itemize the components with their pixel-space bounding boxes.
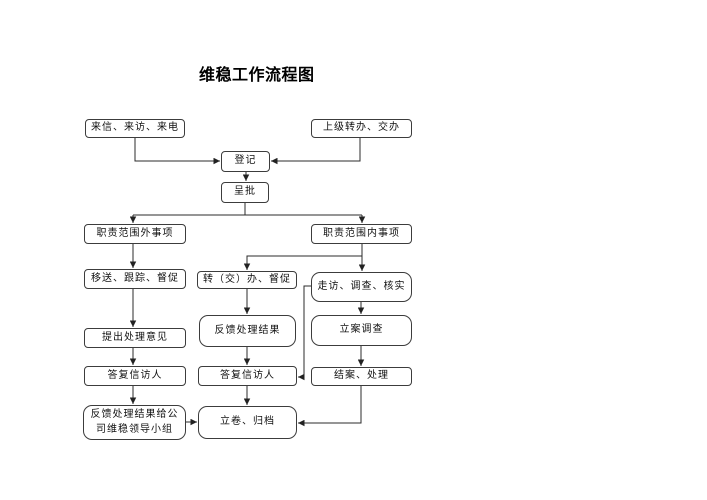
node-assign: 转（交）办、督促 xyxy=(197,271,297,289)
node-file: 立卷、归档 xyxy=(198,406,297,439)
node-transfer: 移送、跟踪、督促 xyxy=(84,269,186,289)
node-feedback-group: 反馈处理结果给公司维稳领导小组 xyxy=(83,405,186,440)
edge-inside-assign xyxy=(243,255,362,270)
edge-close-file xyxy=(298,386,362,427)
edge-letters-register xyxy=(134,138,220,165)
node-case: 立案调查 xyxy=(311,315,412,346)
node-propose: 提出处理意见 xyxy=(84,328,186,348)
node-approve: 呈批 xyxy=(221,182,269,203)
node-visit: 走访、调查、核实 xyxy=(311,272,412,302)
node-close: 结案、处理 xyxy=(311,367,412,386)
edge-superior-register xyxy=(271,138,361,165)
node-register: 登记 xyxy=(221,151,270,172)
edge-visit-replymid xyxy=(298,285,311,381)
node-inside: 职责范围内事项 xyxy=(311,224,412,244)
node-superior: 上级转办、交办 xyxy=(311,119,412,138)
node-reply-mid: 答复信访人 xyxy=(198,366,297,386)
page-title: 维稳工作流程图 xyxy=(199,67,315,84)
node-letters: 来信、来访、来电 xyxy=(85,119,185,138)
node-outside: 职责范围外事项 xyxy=(84,224,186,244)
node-feedback-result: 反馈处理结果 xyxy=(199,315,296,347)
node-reply-left: 答复信访人 xyxy=(84,366,186,386)
